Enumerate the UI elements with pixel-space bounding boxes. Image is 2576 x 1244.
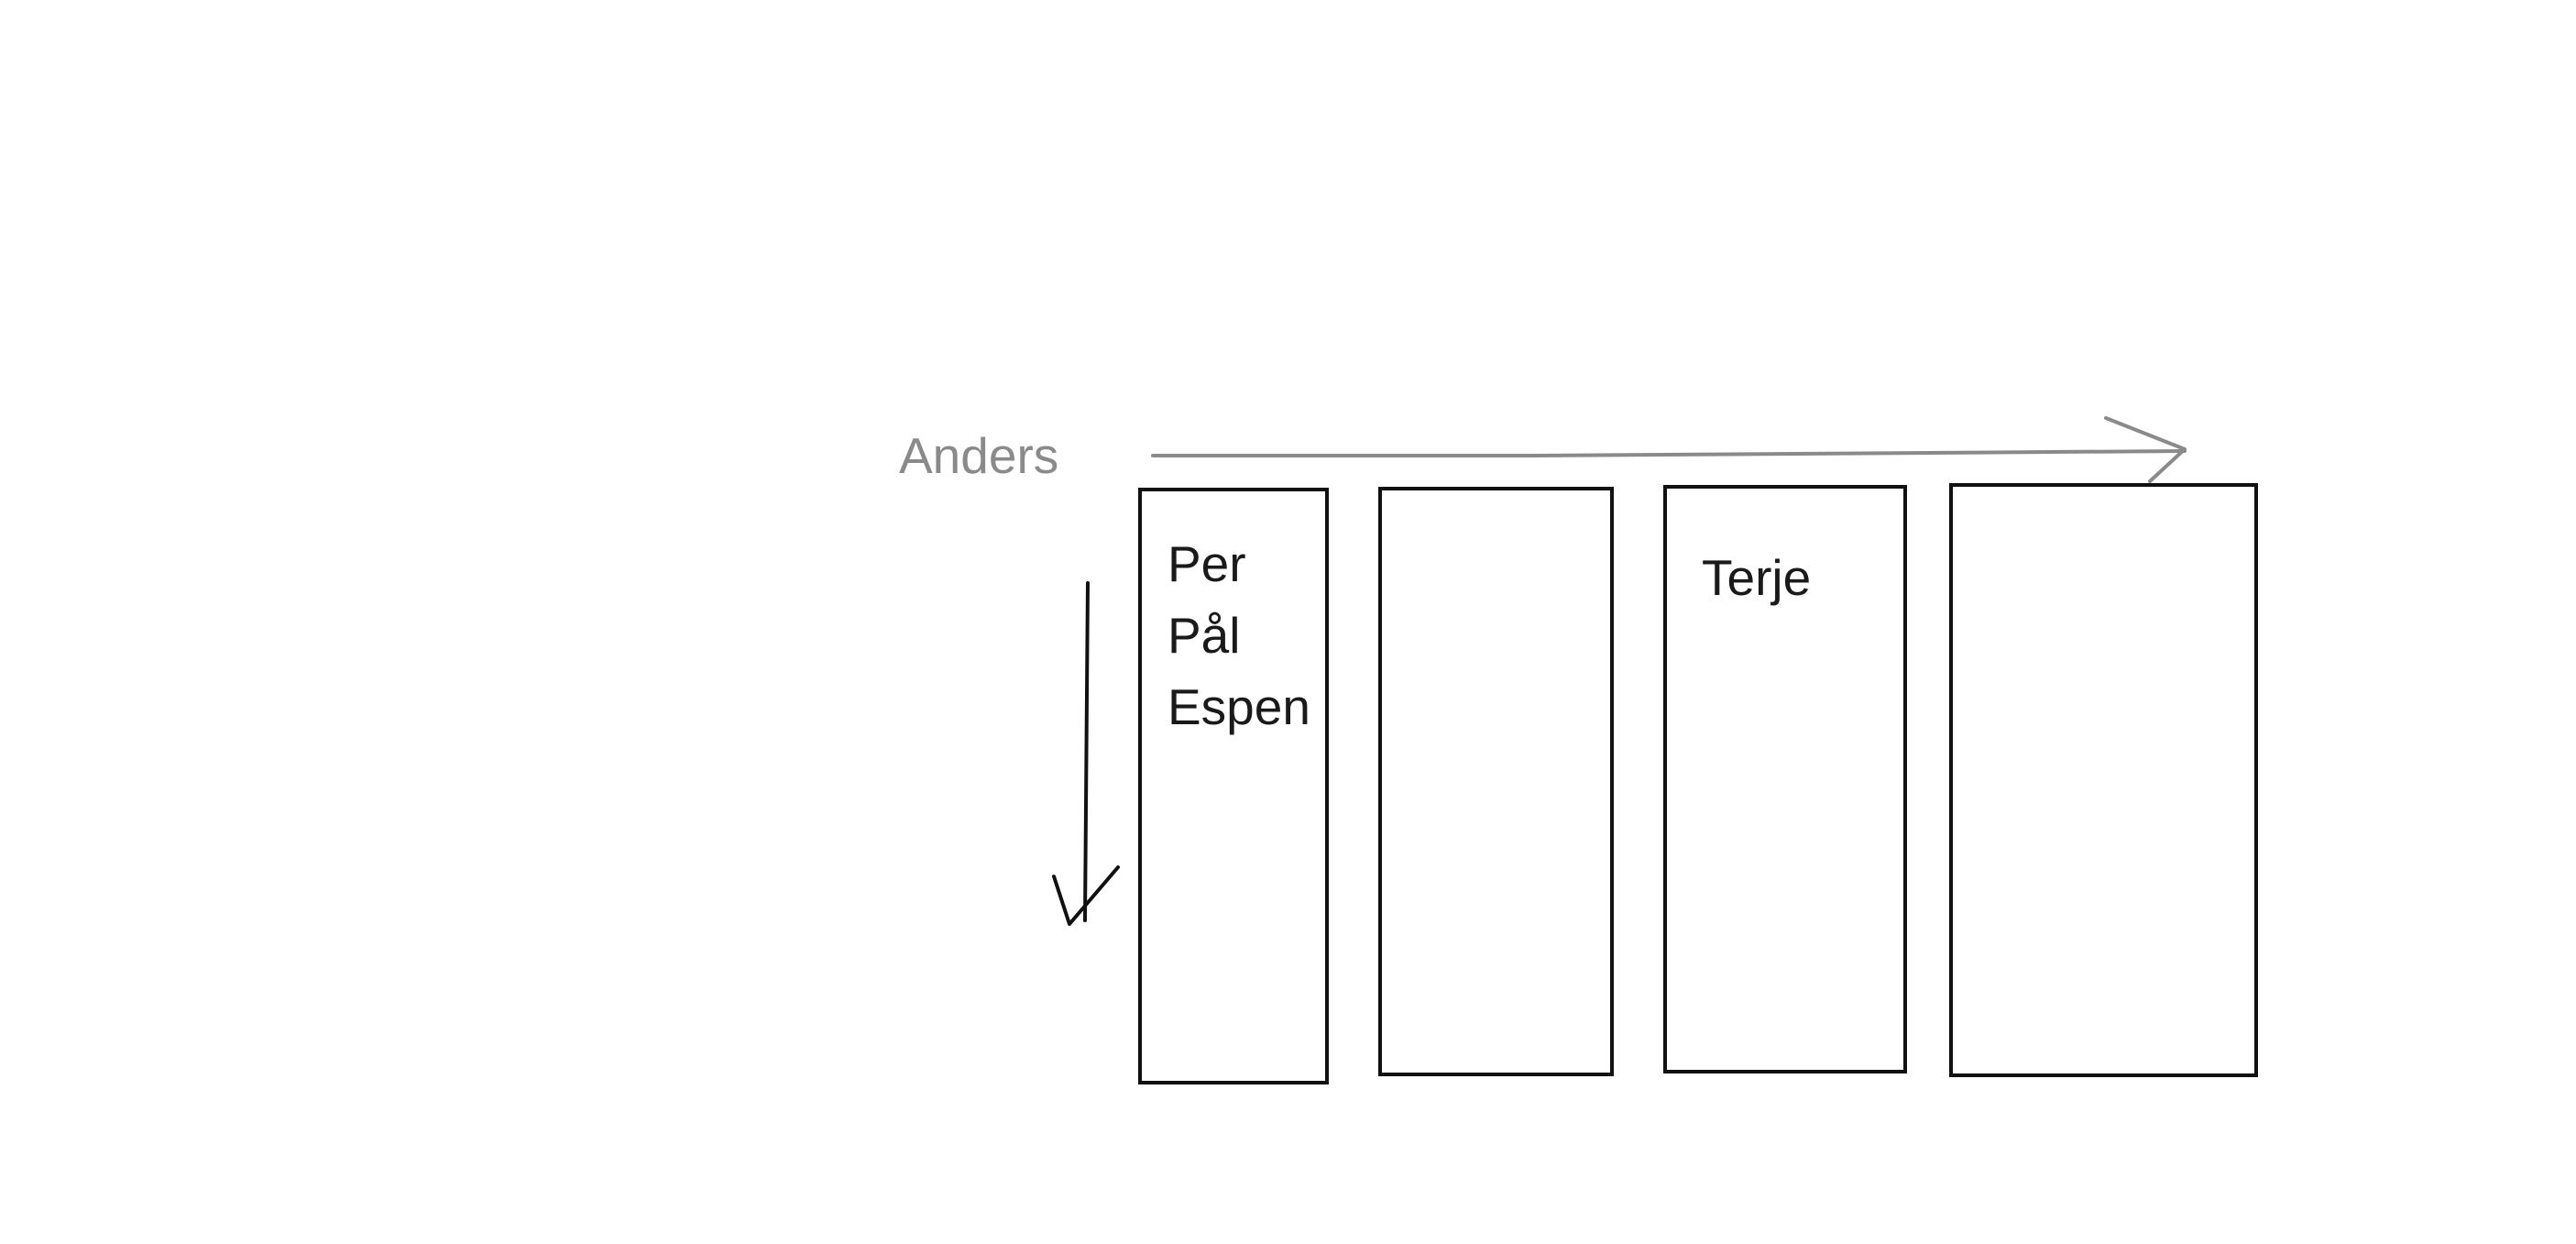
box-column-2 <box>1378 487 1614 1076</box>
name-espen: Espen <box>1167 678 1310 735</box>
name-per: Per <box>1167 535 1246 592</box>
vertical-arrow-head <box>1052 865 1120 926</box>
name-pal: Pål <box>1167 607 1241 664</box>
anders-label: Anders <box>899 427 1059 484</box>
horizontal-arrow-head <box>2104 416 2187 483</box>
box-column-4 <box>1949 483 2258 1077</box>
horizontal-arrow <box>1151 416 2187 483</box>
vertical-arrow-shaft <box>1083 581 1090 922</box>
vertical-arrow <box>1052 581 1120 926</box>
horizontal-arrow-shaft <box>1151 449 2187 457</box>
column-boxes <box>1138 483 2258 1084</box>
box-column-1 <box>1138 488 1329 1084</box>
column-1-name-list: Per Pål Espen <box>1167 539 1310 754</box>
terje-label: Terje <box>1702 549 1812 606</box>
box-column-3 <box>1663 485 1907 1073</box>
